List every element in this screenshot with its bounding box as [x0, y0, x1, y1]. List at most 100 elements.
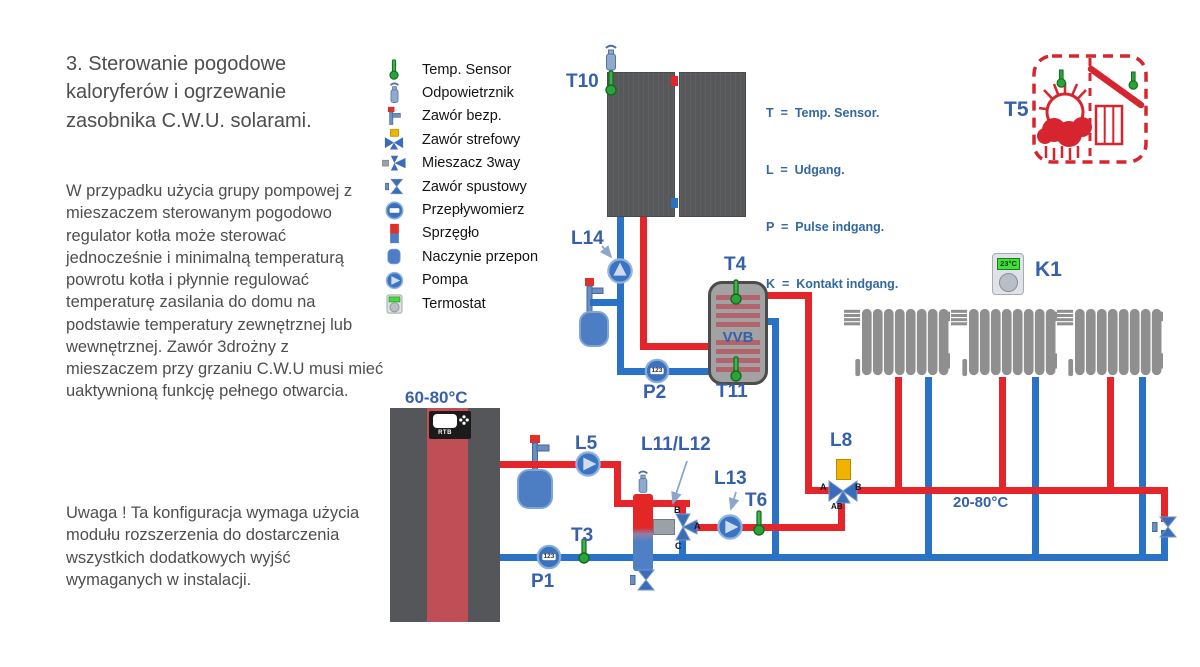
pipe [805, 487, 835, 494]
boiler-temp-label: 60-80°C [405, 388, 468, 407]
label-l8: L8 [830, 430, 853, 451]
safety-group-solar [579, 278, 609, 347]
legend-label: Zawór spustowy [422, 178, 527, 195]
legend-label: Odpowietrznik [422, 85, 514, 102]
zone-valve-actuator [836, 459, 851, 480]
legend-label: Temp. Sensor [422, 61, 512, 78]
pipe [1161, 487, 1168, 522]
legend-row: Sprzęgło [380, 222, 538, 245]
flow-meter-icon [380, 201, 408, 220]
legend-row: Naczynie przepon [380, 245, 538, 268]
temp-sensor-t10-icon [604, 70, 618, 96]
io-legend-line: P = Pulse indgang. [766, 220, 885, 234]
pipe [640, 213, 647, 350]
pipe [765, 292, 812, 299]
pipe [650, 554, 1168, 561]
label-t11: T11 [716, 381, 748, 402]
symbol-legend: Temp. Sensor Odpowietrznik Zawór bezp. Z… [380, 58, 538, 315]
description-paragraph: W przypadku użycia grupy pompowej z mies… [66, 182, 384, 401]
pipe [590, 299, 622, 306]
pipe [614, 461, 621, 507]
pipe [772, 318, 779, 561]
boiler-stripe [427, 408, 468, 622]
legend-label: Termostat [422, 295, 486, 312]
io-legend: T = Temp. Sensor. L = Udgang. P = Pulse … [766, 66, 898, 332]
solar-panel [679, 72, 746, 217]
weather-house-icon [1032, 54, 1148, 164]
legend-row: Odpowietrznik [380, 81, 538, 104]
mixer-actuator [653, 519, 675, 535]
label-l11-l12: L11/L12 [641, 434, 711, 455]
port-l8-a: A [820, 482, 827, 492]
pipe [999, 377, 1006, 494]
legend-row: Pompa [380, 269, 538, 292]
temp-sensor-icon [1056, 69, 1139, 90]
radiator [844, 306, 950, 378]
coupling-icon [380, 223, 408, 244]
pipe [500, 461, 621, 468]
legend-row: Termostat [380, 292, 538, 315]
pipe [679, 534, 686, 558]
port-l8-ab: AB [831, 502, 843, 511]
legend-row: Zawór bezp. [380, 105, 538, 128]
legend-label: Sprzęgło [422, 225, 480, 242]
temp-sensor-icon [380, 59, 408, 80]
pipe [1107, 377, 1114, 494]
panel-connector [671, 76, 678, 86]
pipe [1032, 377, 1039, 561]
flow-meter-digits: 123 [543, 553, 555, 560]
tank-label: VVB [722, 329, 754, 346]
port-mixer-c: C [675, 541, 682, 551]
pipe [838, 500, 845, 531]
solar-panel [607, 72, 675, 217]
pipe [895, 377, 902, 494]
room-thermostat: 23°C [992, 253, 1024, 295]
radiator [1057, 306, 1163, 378]
port-mixer-a: A [694, 521, 701, 531]
legend-row: Temp. Sensor [380, 58, 538, 81]
drain-valve-icon [630, 567, 656, 593]
air-vent-icon [603, 44, 619, 72]
solar-pump [606, 257, 634, 285]
pipe [691, 524, 843, 531]
boiler-logo-icon [459, 415, 469, 425]
label-t3: T3 [571, 525, 594, 546]
legend-label: Pompa [422, 272, 468, 289]
port-l8-b: B [855, 482, 862, 492]
safety-valve-icon [380, 106, 408, 126]
pipe [640, 343, 712, 350]
heating-pump [716, 513, 744, 541]
label-t6: T6 [745, 490, 768, 511]
io-legend-line: K = Kontakt indgang. [766, 277, 899, 291]
legend-row: Mieszacz 3way [380, 152, 538, 175]
expansion-vessel-icon [380, 248, 408, 265]
zone-valve-icon [380, 129, 408, 150]
label-t5: T5 [1004, 98, 1029, 121]
thermostat-icon [380, 294, 408, 314]
legend-label: Mieszacz 3way [422, 155, 521, 172]
pipe [650, 500, 690, 507]
radiator-temp-label: 20-80°C [953, 494, 1009, 511]
flow-meter-digits: 123 [651, 367, 663, 374]
label-t4: T4 [724, 254, 747, 275]
radiator [951, 306, 1057, 378]
label-t10: T10 [566, 71, 599, 92]
legend-label: Zawór strefowy [422, 131, 521, 148]
label-l14: L14 [571, 228, 604, 249]
boiler-brand-label: RTB [438, 430, 452, 436]
label-p1: P1 [531, 571, 555, 592]
legend-row: Zawór strefowy [380, 128, 538, 151]
temp-sensor-t6-icon [752, 510, 766, 536]
drain-valve-icon [380, 177, 408, 196]
legend-row: Zawór spustowy [380, 175, 538, 198]
thermostat-dial [999, 273, 1018, 292]
panel-connector [671, 198, 678, 208]
label-p2: P2 [643, 382, 667, 403]
legend-row: Przepływomierz [380, 198, 538, 221]
air-vent-icon [636, 470, 650, 494]
legend-label: Przepływomierz [422, 202, 525, 219]
air-vent-icon [380, 82, 408, 104]
pump-icon [380, 271, 408, 290]
warning-paragraph: Uwaga ! Ta konfiguracja wymaga użycia mo… [66, 504, 360, 589]
